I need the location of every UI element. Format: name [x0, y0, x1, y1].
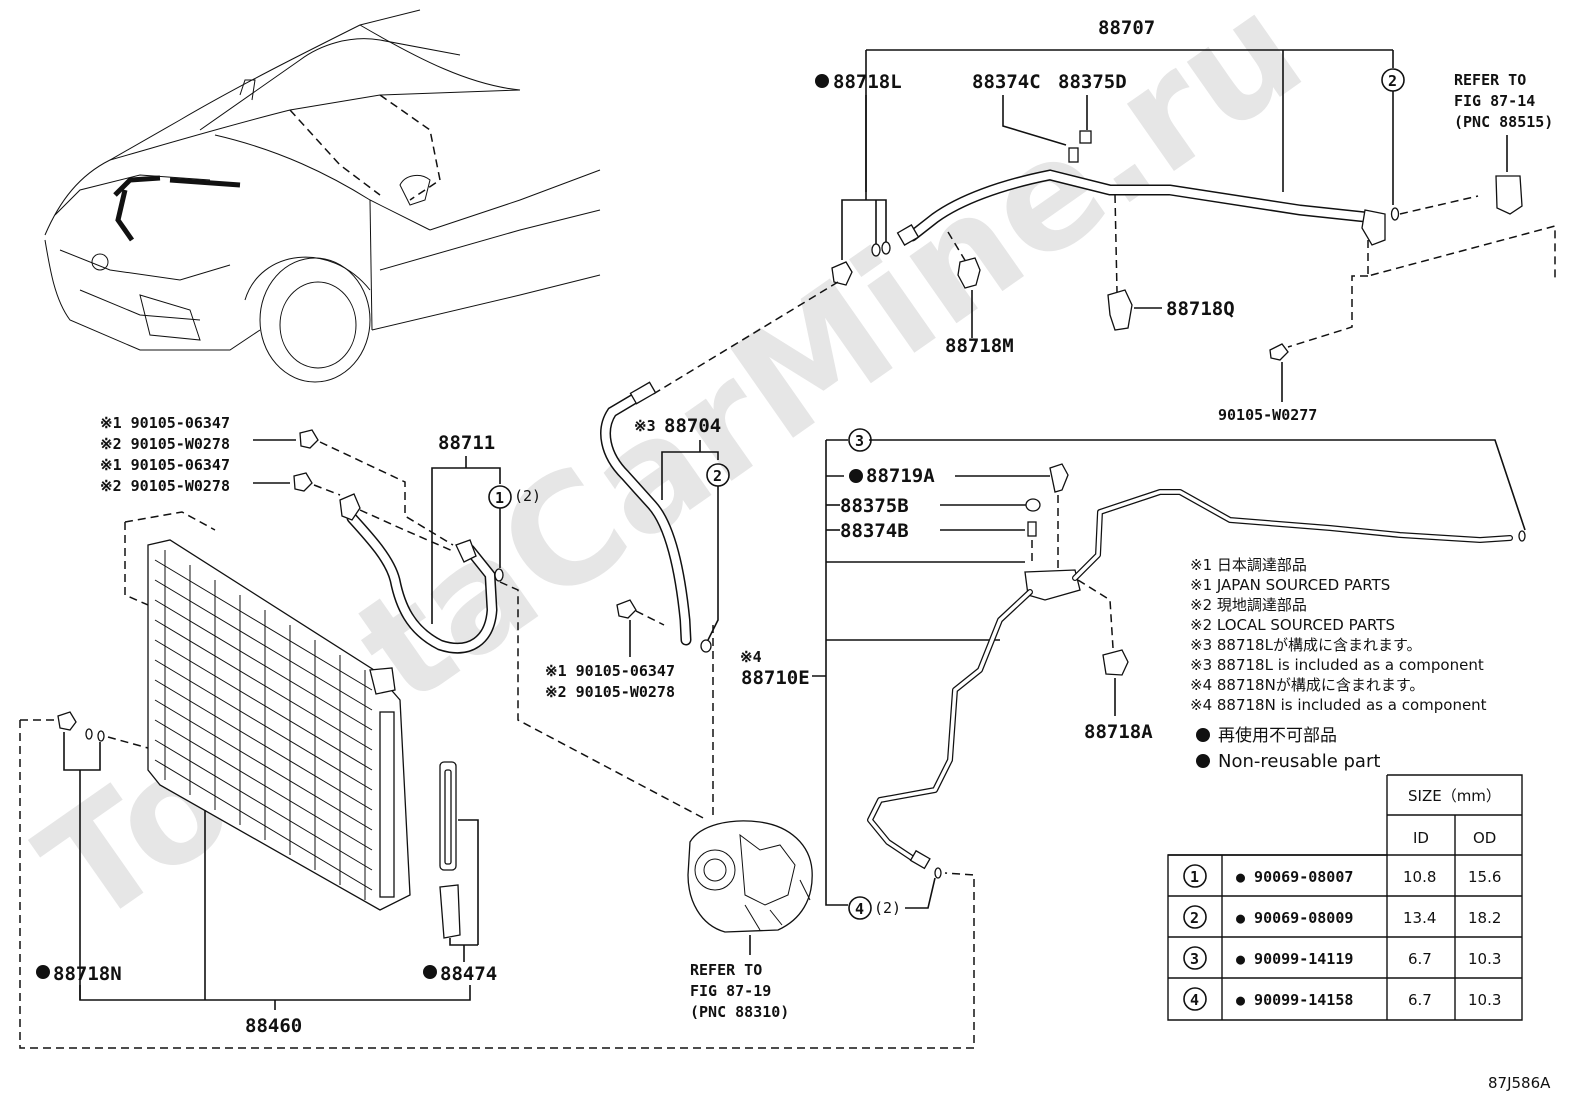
bolt-label-a2[interactable]: ※2 90105-W0278	[100, 435, 230, 453]
row-4-no[interactable]: 4	[1190, 991, 1199, 1009]
note-1-en[interactable]: ※1 JAPAN SOURCED PARTS	[1190, 576, 1390, 594]
bolt-group-c: ※1 90105-06347 ※2 90105-W0278	[545, 599, 675, 701]
part-number-88375D[interactable]: 88375D	[1058, 71, 1127, 93]
table-row: 3 ● 90099-14119 6.7 10.3	[1183, 946, 1501, 970]
table-row: 2 ● 90069-08009 13.4 18.2	[1183, 905, 1501, 929]
part-number-88375B[interactable]: 88375B	[840, 495, 909, 517]
row-3-no[interactable]: 3	[1190, 950, 1199, 968]
part-number-88374B[interactable]: 88374B	[840, 520, 909, 542]
size-table-title[interactable]: SIZE（mm）	[1408, 787, 1501, 805]
row-2-pn[interactable]: ● 90069-08009	[1236, 909, 1353, 927]
note-4-en[interactable]: ※4 88718N is included as a component	[1190, 696, 1487, 714]
table-row: 1 ● 90069-08007 10.8 15.6	[1183, 864, 1501, 888]
callout-1[interactable]: 1	[495, 489, 504, 507]
refer-top-line2[interactable]: FIG 87-14	[1454, 92, 1535, 110]
row-4-id[interactable]: 6.7	[1408, 991, 1432, 1009]
row-1-no[interactable]: 1	[1190, 868, 1199, 886]
size-table: SIZE（mm） ID OD 1 ● 90069-08007 10.8 15.6…	[1167, 774, 1523, 1021]
part-88718A: 88718A	[1077, 579, 1153, 743]
callout-4-ref[interactable]: (2)	[874, 899, 901, 917]
part-number-88718N[interactable]: 88718N	[53, 963, 122, 985]
bolt-label-a1[interactable]: ※1 90105-06347	[100, 414, 230, 432]
row-3-id[interactable]: 6.7	[1408, 950, 1432, 968]
note-88710E[interactable]: ※4	[740, 648, 762, 666]
pipe-88707	[896, 169, 1386, 246]
hose-88711: 88711 1 (2)	[339, 432, 708, 821]
part-number-88718L[interactable]: 88718L	[833, 71, 902, 93]
part-number-88704[interactable]: 88704	[664, 415, 721, 437]
condenser-88460	[124, 511, 411, 1000]
refer-top-line3[interactable]: (PNC 88515)	[1454, 113, 1553, 131]
part-number-88710E[interactable]: 88710E	[741, 667, 810, 689]
bolt-group-a: ※1 90105-06347 ※2 90105-W0278	[100, 414, 454, 546]
size-table-col-id[interactable]: ID	[1413, 829, 1429, 847]
compressor: REFER TO FIG 87-19 (PNC 88310)	[687, 820, 813, 1021]
part-number-88719A[interactable]: 88719A	[866, 465, 935, 487]
callout-3[interactable]: 3	[855, 432, 864, 450]
car-illustration	[44, 9, 601, 383]
part-88718N: 88718N	[19, 711, 975, 1049]
refer-compressor-line3[interactable]: (PNC 88310)	[690, 1003, 789, 1021]
note-3-en[interactable]: ※3 88718L is included as a component	[1190, 656, 1484, 674]
part-number-90105-W0277[interactable]: 90105-W0277	[1218, 406, 1317, 424]
bolt-label-b2[interactable]: ※2 90105-W0278	[100, 477, 230, 495]
hose-88704: ※3 88704 2	[600, 281, 839, 820]
part-88718Q: 88718Q	[1107, 194, 1235, 331]
note-3-jp[interactable]: ※3 88718Lが構成に含まれます。	[1190, 636, 1421, 654]
row-3-pn[interactable]: ● 90099-14119	[1236, 950, 1353, 968]
table-row: 4 ● 90099-14158 6.7 10.3	[1183, 987, 1501, 1011]
row-2-od[interactable]: 18.2	[1468, 909, 1501, 927]
callout-2-top[interactable]: 2	[1388, 72, 1397, 90]
part-number-88374C[interactable]: 88374C	[972, 71, 1041, 93]
row-1-id[interactable]: 10.8	[1403, 868, 1436, 886]
bolt-label-c2[interactable]: ※2 90105-W0278	[545, 683, 675, 701]
bolt-90105-W0277: 90105-W0277	[1218, 343, 1317, 424]
row-4-pn[interactable]: ● 90099-14158	[1236, 991, 1353, 1009]
bolt-label-b1[interactable]: ※1 90105-06347	[100, 456, 230, 474]
callout-4[interactable]: 4	[855, 900, 864, 918]
row-3-od[interactable]: 10.3	[1468, 950, 1501, 968]
part-number-88718M[interactable]: 88718M	[945, 335, 1014, 357]
note-2-en[interactable]: ※2 LOCAL SOURCED PARTS	[1190, 616, 1395, 634]
legend-en[interactable]: Non-reusable part	[1218, 751, 1380, 772]
note-1-jp[interactable]: ※1 日本調達部品	[1190, 556, 1307, 574]
part-number-88474[interactable]: 88474	[440, 963, 497, 985]
callout-1-ref[interactable]: (2)	[514, 487, 541, 505]
note-88704[interactable]: ※3	[634, 417, 656, 435]
part-number-88718Q[interactable]: 88718Q	[1166, 298, 1235, 320]
tube-88710E: 3 88719A 88375B 88374B ※4 88710E 4 (2)	[740, 428, 1526, 920]
bolt-label-c1[interactable]: ※1 90105-06347	[545, 662, 675, 680]
legend-jp[interactable]: 再使用不可部品	[1218, 725, 1337, 746]
note-2-jp[interactable]: ※2 現地調達部品	[1190, 596, 1307, 614]
row-1-od[interactable]: 15.6	[1468, 868, 1501, 886]
part-number-88460[interactable]: 88460	[245, 1015, 302, 1037]
part-88718L: 88718L	[815, 71, 902, 286]
size-table-col-od[interactable]: OD	[1473, 829, 1496, 847]
row-2-no[interactable]: 2	[1190, 909, 1199, 927]
diagram-id[interactable]: 87J586A	[1488, 1074, 1551, 1092]
refer-compressor-line1[interactable]: REFER TO	[690, 961, 762, 979]
refer-top-line1[interactable]: REFER TO	[1454, 71, 1526, 89]
refer-compressor-line2[interactable]: FIG 87-19	[690, 982, 771, 1000]
part-88474: 88474	[423, 761, 497, 985]
row-1-pn[interactable]: ● 90069-08007	[1236, 868, 1353, 886]
assy-88460-bracket: 88460	[79, 985, 471, 1037]
part-88718M: 88718M	[945, 231, 1014, 357]
row-4-od[interactable]: 10.3	[1468, 991, 1501, 1009]
note-4-jp[interactable]: ※4 88718Nが構成に含まれます。	[1190, 676, 1424, 694]
callout-2-mid[interactable]: 2	[713, 467, 722, 485]
part-number-88707[interactable]: 88707	[1098, 17, 1155, 39]
notes-block: ※1 日本調達部品 ※1 JAPAN SOURCED PARTS ※2 現地調達…	[1190, 556, 1487, 772]
refer-fig-87-14: REFER TO FIG 87-14 (PNC 88515)	[1287, 71, 1556, 348]
part-number-88711[interactable]: 88711	[438, 432, 495, 454]
row-2-id[interactable]: 13.4	[1403, 909, 1436, 927]
parts-88374C-88375D: 88374C 88375D	[972, 71, 1127, 163]
part-number-88718A[interactable]: 88718A	[1084, 721, 1153, 743]
bolt-group-b: ※1 90105-06347 ※2 90105-W0278	[100, 456, 341, 496]
o-ring-callout-2-top: 2	[1381, 68, 1479, 221]
